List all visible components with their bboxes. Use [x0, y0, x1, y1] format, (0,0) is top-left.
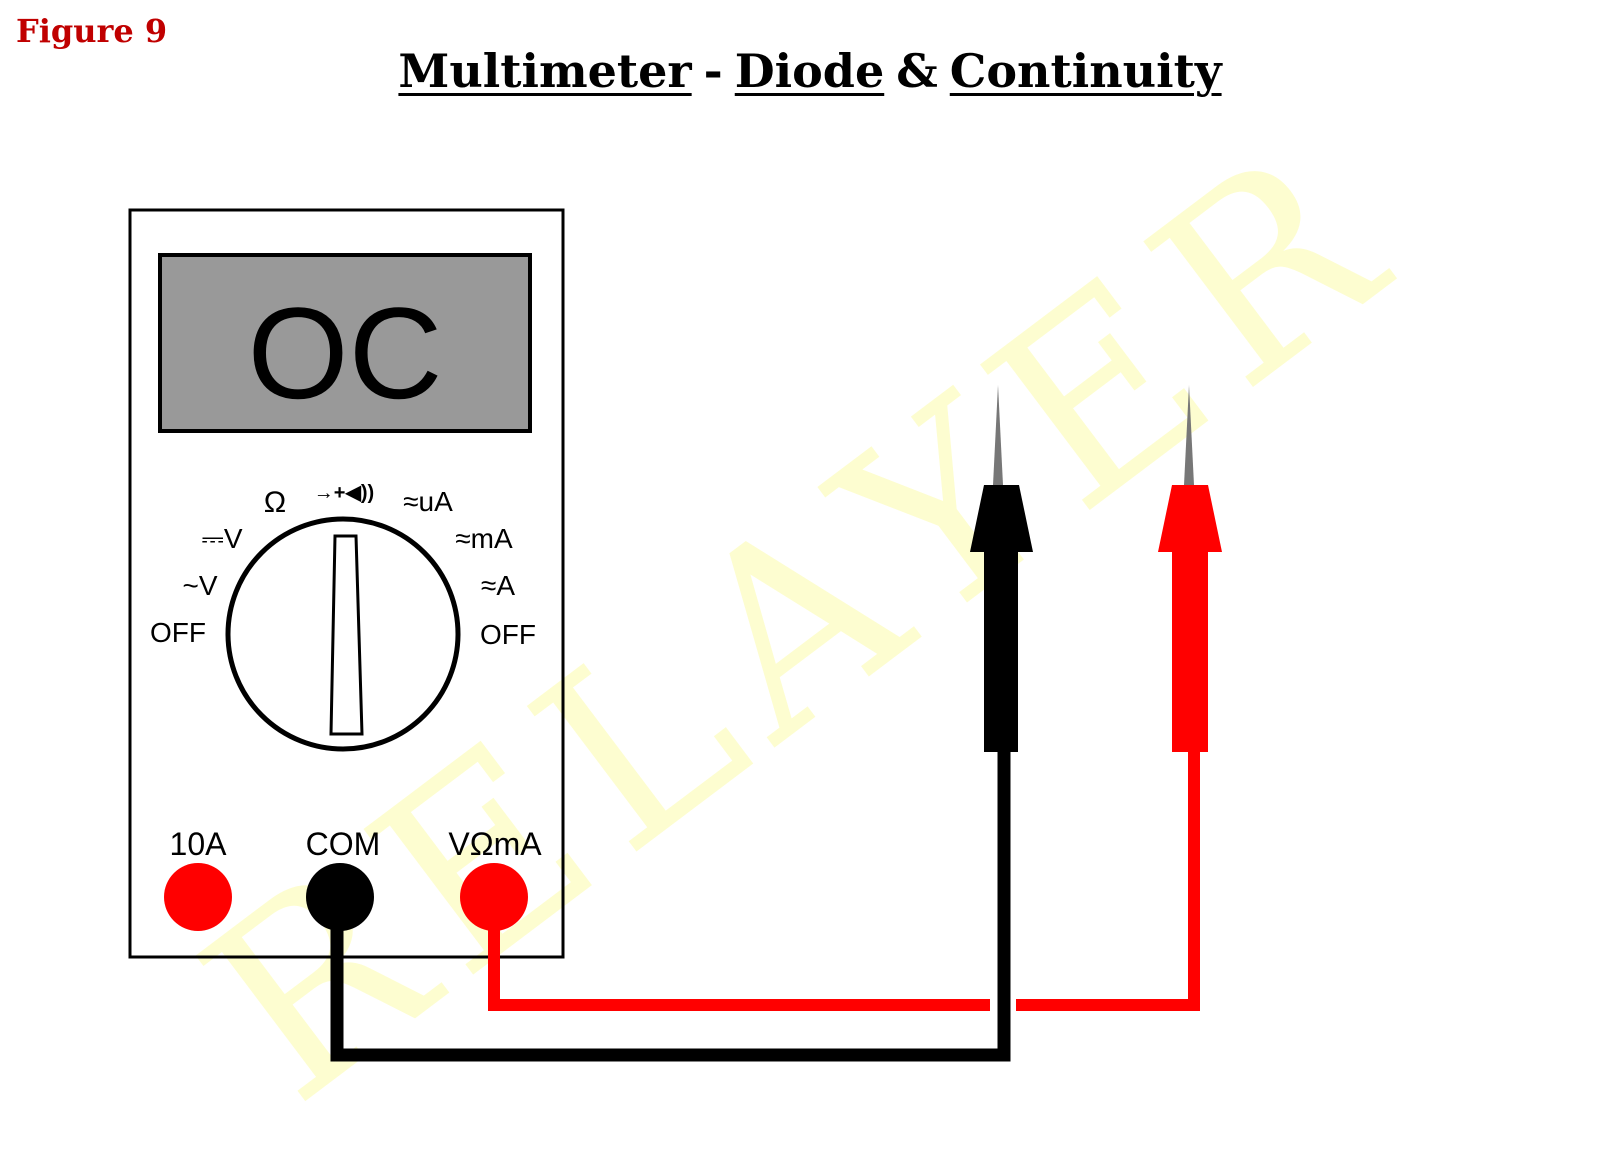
port-com[interactable] [306, 863, 374, 931]
dial-label-ua: ≈uA [403, 486, 453, 517]
dial-label-off-left: OFF [150, 617, 206, 648]
dial-label-ohm: Ω [264, 486, 286, 519]
red-probe-tip [1184, 385, 1194, 485]
red-lead-wire [488, 900, 990, 1011]
port-label-10a: 10A [170, 826, 228, 862]
black-lead-wire [330, 750, 1011, 1062]
port-label-com: COM [306, 826, 381, 862]
black-probe-handle [984, 552, 1018, 752]
red-probe-handle [1172, 552, 1208, 752]
display-reading: OC [248, 280, 443, 426]
port-label-vohm: VΩmA [448, 826, 542, 862]
dial-label-diode-continuity: →+◀)) [314, 482, 374, 504]
port-10a[interactable] [164, 863, 232, 931]
multimeter-diagram: OC Ω →+◀)) ⎓V ~V OFF ≈uA ≈mA ≈A OFF 10A … [128, 208, 1222, 1062]
red-probe[interactable] [1158, 385, 1222, 752]
diagram-title: Multimeter-Diode&Continuity [0, 44, 1620, 98]
title-multimeter: Multimeter [398, 44, 692, 98]
red-probe-guard [1158, 485, 1222, 552]
figure-label: Figure 9 [16, 12, 168, 50]
black-probe-guard [970, 485, 1033, 552]
port-vohm[interactable] [460, 863, 528, 931]
dial-label-ac-v: ~V [182, 570, 217, 601]
black-probe-tip [993, 385, 1003, 485]
title-separator-ampersand: & [896, 44, 938, 98]
meter-body [128, 208, 565, 959]
title-diode: Diode [734, 44, 885, 98]
dial-label-off-right: OFF [480, 619, 536, 650]
title-continuity: Continuity [949, 44, 1222, 98]
dial-pointer [329, 534, 364, 736]
dial-label-ma: ≈mA [455, 523, 513, 554]
title-separator-dash: - [703, 44, 723, 98]
meter-display [158, 253, 532, 433]
dial-label-a: ≈A [481, 570, 515, 601]
red-lead-wire-right [1016, 750, 1200, 1011]
black-probe[interactable] [970, 385, 1033, 752]
dial-label-dc-v: ⎓V [201, 523, 242, 554]
